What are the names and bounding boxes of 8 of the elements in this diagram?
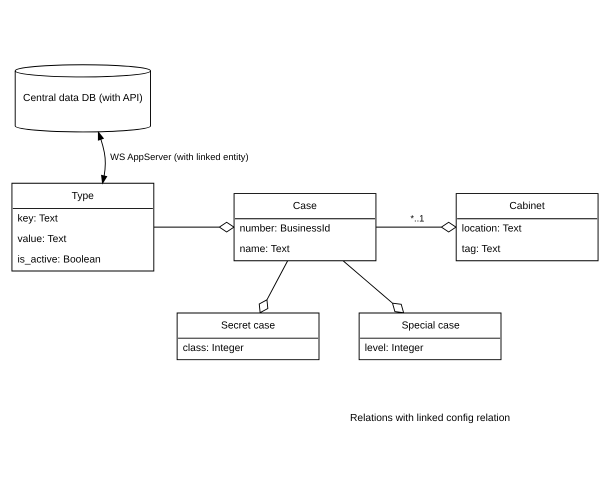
edge-label: WS AppServer (with linked entity) [110,151,249,162]
arrow [98,130,108,184]
connector [376,221,457,232]
connector [342,260,404,313]
label: Relations with linked config relation [350,412,510,424]
connector [258,260,288,313]
connector [154,221,235,232]
edge-label: *..1 [410,213,424,224]
